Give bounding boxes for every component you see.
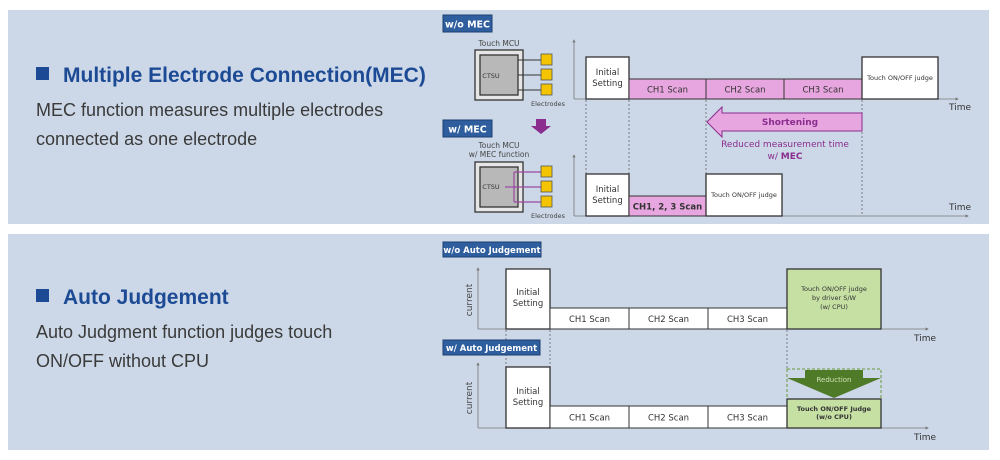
mec-description: MEC function measures multiple electrode… xyxy=(36,96,383,154)
auto-description: Auto Judgment function judges touch ON/O… xyxy=(36,318,332,376)
bullet-square-icon xyxy=(36,67,49,80)
current-axis-label: current xyxy=(465,381,475,414)
touch-mcu-mec-label-2: w/ MEC function xyxy=(469,150,530,159)
auto-timing-without: Initial Setting CH1 Scan CH2 Scan CH3 Sc… xyxy=(476,267,936,344)
shortening-arrow: Shortening xyxy=(706,105,863,139)
time-label: Time xyxy=(913,433,936,443)
svg-text:Touch ON/OFF judge: Touch ON/OFF judge xyxy=(800,285,867,293)
mec-description-line-2: connected as one electrode xyxy=(36,129,258,149)
svg-text:Setting: Setting xyxy=(592,196,622,206)
judge-without-cpu-block xyxy=(786,398,882,429)
reduction-label: Reduction xyxy=(817,376,852,384)
tag-with-auto: w/ Auto Judgement xyxy=(442,339,541,356)
svg-text:Touch ON/OFF Judge: Touch ON/OFF Judge xyxy=(797,405,872,413)
touch-mcu-label: Touch MCU xyxy=(477,39,519,48)
electrodes-label: Electrodes xyxy=(531,212,566,220)
initial-setting-block xyxy=(505,268,551,330)
svg-text:Touch ON/OFF judge: Touch ON/OFF judge xyxy=(710,191,777,199)
svg-text:w/o Auto Judgement: w/o Auto Judgement xyxy=(443,246,540,256)
initial-setting-block xyxy=(585,56,630,100)
svg-text:CH2 Scan: CH2 Scan xyxy=(724,86,765,96)
svg-text:Initial: Initial xyxy=(516,387,540,397)
mec-guide-lines xyxy=(585,100,863,215)
auto-guide-lines xyxy=(505,330,788,369)
auto-heading: Auto Judgement xyxy=(36,286,229,310)
time-label: Time xyxy=(948,103,971,113)
svg-text:Initial: Initial xyxy=(516,288,540,298)
electrode-2 xyxy=(540,180,553,193)
reduced-time-label-2: w/ MEC xyxy=(768,152,803,162)
mcu-chip-with-mec: CTSU xyxy=(474,161,541,213)
auto-description-line-2: ON/OFF without CPU xyxy=(36,351,210,371)
tag-without-auto: w/o Auto Judgement xyxy=(442,241,542,258)
electrode-3 xyxy=(540,83,553,96)
svg-text:CTSU: CTSU xyxy=(482,183,500,191)
mec-heading: Multiple Electrode Connection(MEC) xyxy=(36,64,426,88)
electrode-2 xyxy=(540,68,553,81)
bullet-square-icon xyxy=(36,289,49,302)
current-axis-label: current xyxy=(465,283,475,316)
tag-with-mec: w/ MEC xyxy=(442,119,493,138)
auto-description-line-1: Auto Judgment function judges touch xyxy=(36,322,333,342)
time-label: Time xyxy=(948,203,971,213)
svg-text:CH3 Scan: CH3 Scan xyxy=(727,315,768,325)
mec-description-line-1: MEC function measures multiple electrode… xyxy=(36,100,384,120)
svg-text:Initial: Initial xyxy=(596,185,620,195)
svg-text:Touch ON/OFF judge: Touch ON/OFF judge xyxy=(866,74,933,82)
svg-text:CH2 Scan: CH2 Scan xyxy=(648,414,689,424)
svg-text:(w/ CPU): (w/ CPU) xyxy=(820,303,848,311)
svg-text:CH1, 2, 3 Scan: CH1, 2, 3 Scan xyxy=(633,203,702,213)
svg-text:w/o MEC: w/o MEC xyxy=(445,20,490,31)
svg-text:CH2 Scan: CH2 Scan xyxy=(648,315,689,325)
electrode-1 xyxy=(540,53,553,66)
down-arrow-icon xyxy=(531,119,551,134)
auto-timing-with: Initial Setting CH1 Scan CH2 Scan CH3 Sc… xyxy=(476,362,936,443)
reduced-time-label-1: Reduced measurement time xyxy=(721,140,849,150)
svg-text:(w/o CPU): (w/o CPU) xyxy=(816,413,852,421)
electrode-1 xyxy=(540,165,553,178)
initial-setting-block xyxy=(505,366,551,429)
svg-text:w/ MEC: w/ MEC xyxy=(448,125,486,136)
judge-block xyxy=(861,56,939,100)
svg-text:Shortening: Shortening xyxy=(762,118,818,128)
svg-text:CTSU: CTSU xyxy=(482,72,500,80)
svg-text:CH3 Scan: CH3 Scan xyxy=(727,414,768,424)
svg-text:Setting: Setting xyxy=(513,299,543,309)
svg-text:Initial: Initial xyxy=(596,68,620,78)
electrodes-label: Electrodes xyxy=(531,100,566,108)
svg-text:CH3 Scan: CH3 Scan xyxy=(802,86,843,96)
mcu-chip-without-mec: CTSU xyxy=(474,49,541,101)
touch-mcu-mec-label-1: Touch MCU xyxy=(477,141,519,150)
mec-title: Multiple Electrode Connection(MEC) xyxy=(63,64,426,87)
electrode-3 xyxy=(540,195,553,208)
svg-text:CH1 Scan: CH1 Scan xyxy=(647,86,688,96)
reduction-arrow-icon xyxy=(787,370,881,398)
time-label: Time xyxy=(913,334,936,344)
mec-timing-with: Initial Setting CH1, 2, 3 Scan Touch ON/… xyxy=(572,154,971,218)
svg-text:by driver S/W: by driver S/W xyxy=(812,294,857,302)
initial-setting-block xyxy=(585,173,630,217)
judge-block xyxy=(705,173,783,217)
svg-text:CH1 Scan: CH1 Scan xyxy=(569,315,610,325)
svg-text:Setting: Setting xyxy=(592,79,622,89)
tag-without-mec: w/o MEC xyxy=(442,14,493,33)
mec-timing-without: Initial Setting CH1 Scan CH2 Scan CH3 Sc… xyxy=(572,39,971,113)
svg-text:Setting: Setting xyxy=(513,398,543,408)
svg-text:w/ Auto Judgement: w/ Auto Judgement xyxy=(446,344,537,354)
svg-text:CH1 Scan: CH1 Scan xyxy=(569,414,610,424)
judge-with-cpu-block xyxy=(786,268,882,330)
auto-title: Auto Judgement xyxy=(63,286,229,309)
